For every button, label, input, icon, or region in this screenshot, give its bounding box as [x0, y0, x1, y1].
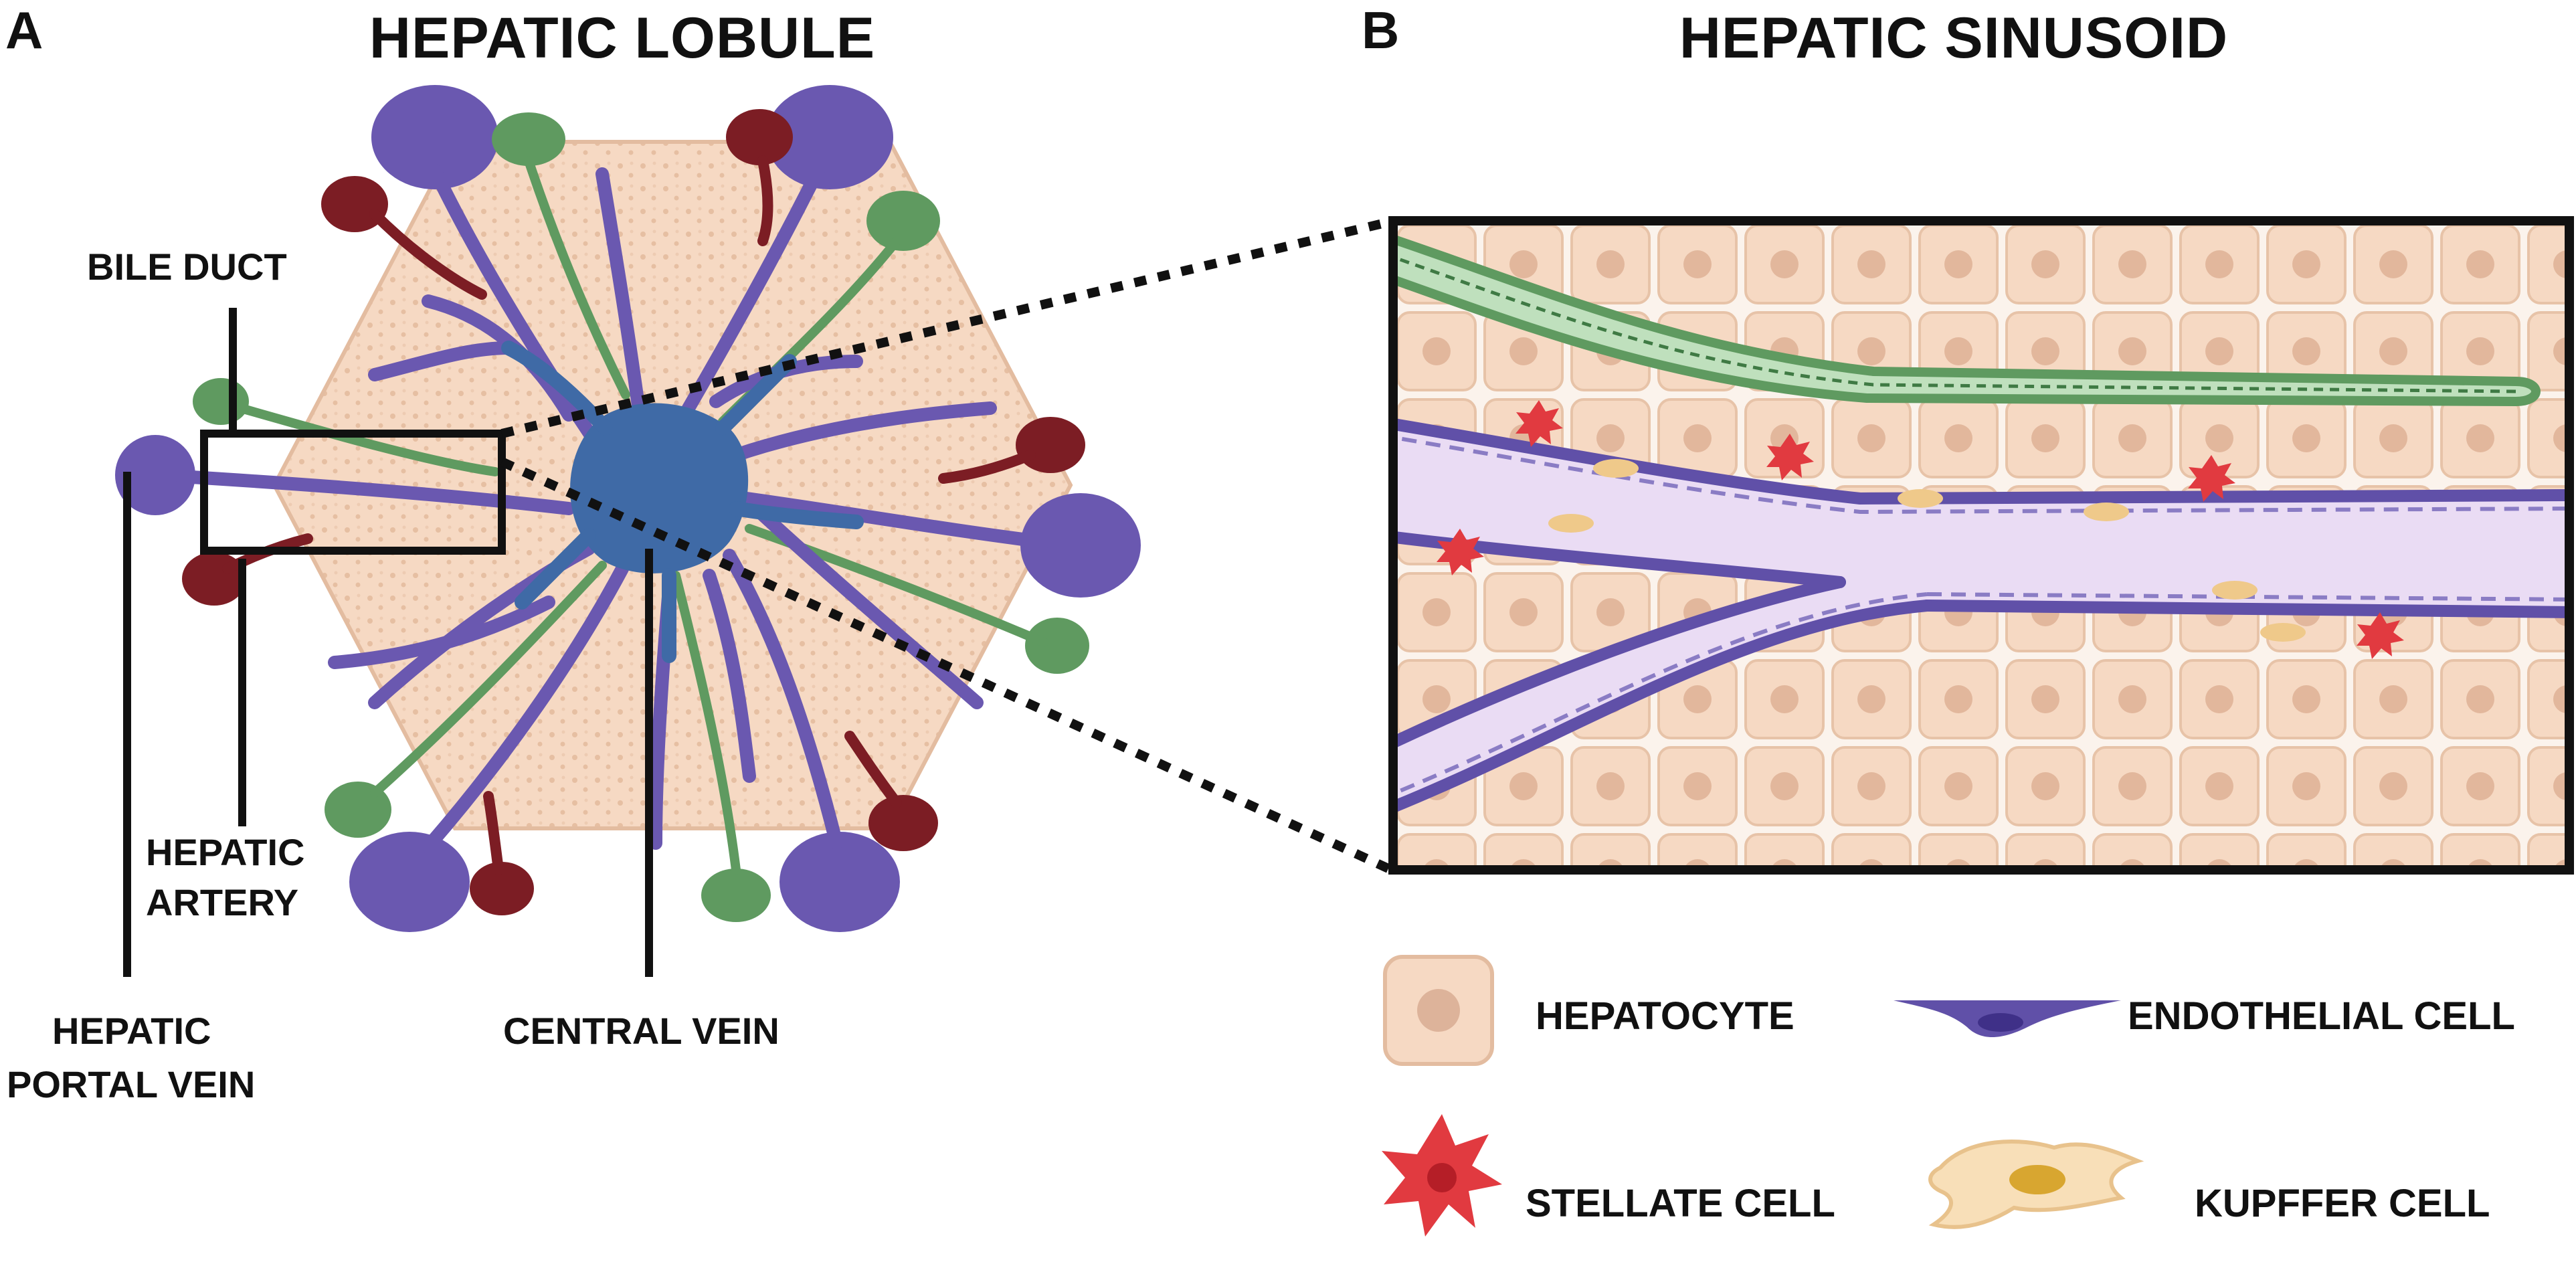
- panel-a-title: HEPATIC LOBULE: [369, 6, 875, 70]
- kupffer-cell: [1593, 459, 1639, 478]
- kupffer-cell: [2260, 623, 2306, 642]
- sinusoid-inset: [1393, 221, 2569, 870]
- panel-b-letter: B: [1362, 1, 1399, 60]
- stellate-cell: [1515, 400, 1563, 447]
- projection-lines: [500, 217, 1390, 873]
- stellate-cell: [2357, 612, 2404, 659]
- portal-vein-blob: [1020, 493, 1141, 598]
- kupffer-cell: [2084, 503, 2129, 521]
- legend-stellate-label: STELLATE CELL: [1526, 1182, 1835, 1225]
- legend-endothelial-label: ENDOTHELIAL CELL: [2128, 994, 2515, 1038]
- zoom-box: [200, 430, 506, 555]
- stellate-cell: [1437, 529, 1484, 575]
- stellate-cells: [1437, 400, 2404, 659]
- central-vein-branches: [501, 341, 864, 663]
- hepatic-lobule: [115, 85, 1141, 932]
- bile-ductules: [236, 156, 1048, 875]
- endothelial-wave: [1393, 435, 2569, 796]
- inset-frame: [1388, 216, 2574, 875]
- endothelial-nucleus-icon: [1978, 1013, 2023, 1032]
- hepatic-artery-blob: [1016, 417, 1085, 473]
- bile-duct-blob: [1025, 618, 1089, 674]
- bile-duct-blob: [492, 112, 565, 166]
- portal-vein-label-1: HEPATIC: [52, 1010, 211, 1052]
- kupffer-cell: [2212, 581, 2258, 600]
- legend-kupffer-label: KUPFFER CELL: [2195, 1182, 2490, 1225]
- bile-duct-blob: [193, 378, 249, 425]
- legend-hepatocyte-label: HEPATOCYTE: [1536, 994, 1795, 1038]
- legend-endothelial: ENDOTHELIAL CELL: [1894, 994, 2515, 1038]
- portal-vein-blob: [349, 832, 470, 932]
- peripheral-vessels: [115, 85, 1141, 932]
- sinusoid-lumen: [1393, 424, 2569, 808]
- bile-duct-blob: [701, 869, 771, 922]
- legend-kupffer: KUPFFER CELL: [1928, 1140, 2490, 1229]
- kupffer-nucleus-icon: [2009, 1165, 2065, 1194]
- hepatocyte-nucleus-icon: [1417, 989, 1460, 1032]
- stellate-cell: [1766, 434, 1814, 480]
- portal-vein-blob: [371, 85, 498, 189]
- legend: HEPATOCYTE ENDOTHELIAL CELL STELLATE CEL…: [1382, 955, 2515, 1237]
- hepatic-artery-blob: [470, 862, 534, 915]
- central-vein-label: CENTRAL VEIN: [503, 1010, 779, 1052]
- callout-lines: [123, 308, 653, 977]
- hepatic-artery-label-1: HEPATIC: [146, 831, 304, 873]
- panel-b-title: HEPATIC SINUSOID: [1679, 6, 2228, 70]
- stellate-cell: [2188, 455, 2235, 502]
- bile-canaliculus-center: [1393, 255, 2516, 393]
- stellate-nucleus-icon: [1427, 1163, 1457, 1192]
- panel-a-letter: A: [5, 1, 43, 60]
- kupffer-cell: [1548, 514, 1594, 533]
- portal-vein-blob: [115, 435, 195, 515]
- hepatic-artery-label-2: ARTERY: [146, 881, 298, 923]
- central-vein: [570, 403, 749, 573]
- legend-hepatocyte: HEPATOCYTE: [1383, 955, 1795, 1066]
- bile-canaliculus: [1393, 234, 2541, 407]
- portal-vein-label-2: PORTAL VEIN: [7, 1063, 255, 1105]
- bile-duct-blob: [866, 191, 940, 251]
- portal-vein-blob: [779, 832, 900, 932]
- hepatic-artery-blob: [868, 795, 938, 851]
- bile-duct-label: BILE DUCT: [87, 246, 287, 288]
- legend-stellate: STELLATE CELL: [1382, 1114, 1835, 1237]
- kupffer-cells: [1548, 459, 2306, 642]
- hepatic-artery-blob: [726, 109, 793, 165]
- portal-vein-blob: [766, 85, 893, 189]
- kupffer-cell: [1898, 489, 1943, 508]
